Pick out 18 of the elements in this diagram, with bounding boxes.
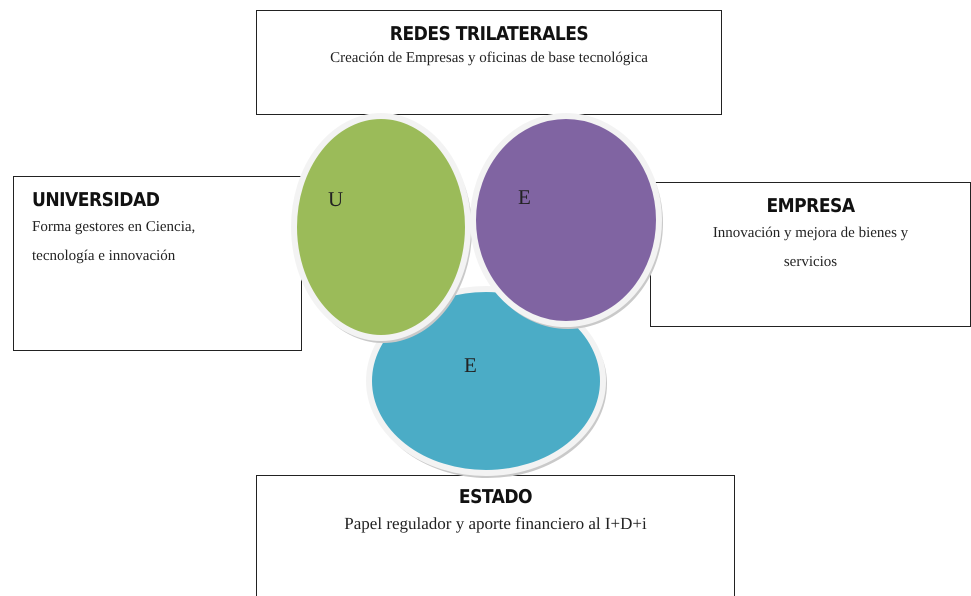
box-heading: REDES TRILATERALES [388,23,590,45]
venn-circle [366,286,606,476]
box-text: Creación de Empresas y oficinas de base tecnológica [329,49,649,68]
text-box [650,182,971,327]
text-box [256,475,735,596]
venn-circle [291,113,471,341]
text-box [13,176,302,351]
venn-circle [470,113,662,327]
box-heading: UNIVERSIDAD [32,189,160,211]
box-heading: EMPRESA [765,195,856,217]
circle-letter: E [464,353,477,378]
box-text: Forma gestores en Ciencia, tecnología e innovación [32,218,196,266]
text-box [256,10,722,115]
box-text: Innovación y mejora de bienes y servicios [712,224,910,272]
circle-letter: E [518,185,531,210]
box-heading: ESTADO [458,486,534,508]
circle-letter: U [328,187,344,212]
box-text: Papel regulador y aporte financiero al I+D+i [343,513,648,535]
